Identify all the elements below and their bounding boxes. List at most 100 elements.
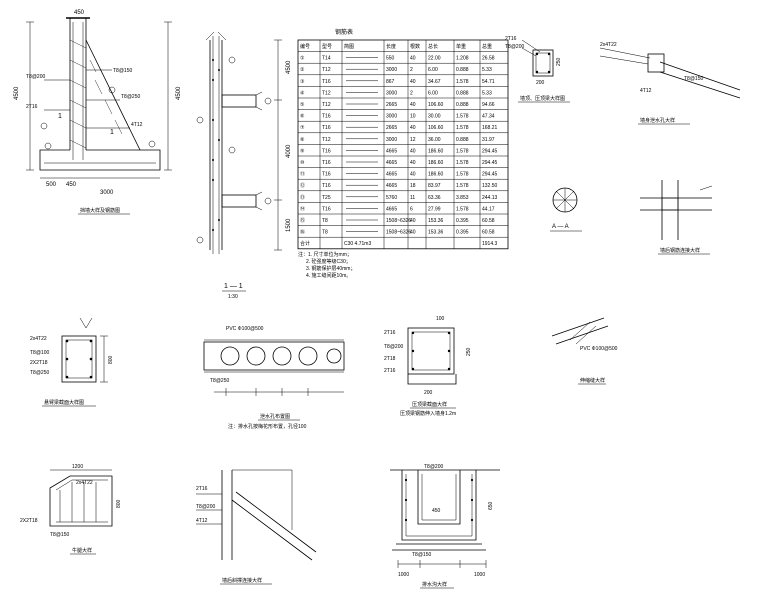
table-cell: 1.578 bbox=[456, 172, 469, 178]
table-cell: 153.36 bbox=[428, 230, 444, 236]
rebar-callout-2: T8@200 bbox=[26, 74, 45, 80]
caption-section-1-1: 1 — 1 bbox=[224, 283, 243, 290]
capbeam-rebar-3: 2T18 bbox=[384, 356, 396, 362]
table-header-cell: 编号 bbox=[300, 43, 310, 50]
table-cell: 40 bbox=[410, 172, 416, 178]
table-header-cell: 简图 bbox=[344, 43, 354, 50]
table-cell: 26.58 bbox=[482, 56, 495, 62]
section-a-a-detail: A — A bbox=[550, 187, 582, 232]
table-cell: T25 bbox=[322, 195, 331, 201]
table-cell: 0.395 bbox=[456, 218, 469, 224]
table-header-cell: 型号 bbox=[322, 43, 332, 50]
table-cell: C30 4.71m3 bbox=[344, 241, 371, 247]
note-3: 3. 钢筋保护层40mm； bbox=[306, 265, 355, 272]
table-cell: 10 bbox=[410, 114, 416, 120]
capbeam-dim-top: 100 bbox=[436, 316, 445, 322]
table-cell: 1.208 bbox=[456, 56, 469, 62]
table-cell: 31.97 bbox=[482, 137, 495, 143]
table-cell: T12 bbox=[322, 102, 331, 108]
table-cell: T16 bbox=[322, 183, 331, 189]
table-cell: 1.578 bbox=[456, 160, 469, 166]
dim-top: 450 bbox=[74, 10, 85, 16]
ditch-rebar-top: T8@200 bbox=[424, 464, 443, 470]
cap-rebar-2: T8@200 bbox=[505, 44, 524, 50]
table-cell: 294.45 bbox=[482, 160, 498, 166]
table-cell: ⑤ bbox=[300, 102, 305, 108]
table-cell: 40 bbox=[410, 56, 416, 62]
table-cell: 244.13 bbox=[482, 195, 498, 201]
expansion-joint-detail: PVC Φ100@500 伸缩缝大样 bbox=[551, 317, 618, 385]
note-1: 注：1. 尺寸单位为mm； bbox=[298, 251, 352, 258]
splice-detail: 墙后钢筋连接大样 bbox=[640, 180, 713, 255]
table-cell: 44.17 bbox=[482, 206, 495, 212]
table-cell: 0.395 bbox=[456, 230, 469, 236]
table-cell: 3000 bbox=[386, 114, 397, 120]
table-cell: 6 bbox=[410, 206, 413, 212]
ditch-dim-1: 1000 bbox=[398, 572, 409, 578]
table-cell: T16 bbox=[322, 114, 331, 120]
table-cell: T16 bbox=[322, 79, 331, 85]
table-cell: 1.578 bbox=[456, 206, 469, 212]
drain-hole-layout: PVC Φ100@500 T8@250 泄水孔布置图 注：排水孔按梅花形布置，孔… bbox=[203, 326, 345, 430]
table-cell: ⑩ bbox=[300, 160, 305, 166]
table-cell: 2 bbox=[410, 67, 413, 73]
rebar-callout-3: 2T16 bbox=[26, 104, 38, 110]
table-cell: 0.888 bbox=[456, 67, 469, 73]
table-cell: 153.36 bbox=[428, 218, 444, 224]
table-cell: 867 bbox=[386, 79, 395, 85]
cant-dim: 800 bbox=[108, 355, 114, 364]
table-cell: 106.60 bbox=[428, 125, 444, 131]
caption-cap-beam: 墙顶、压顶梁大样图 bbox=[520, 95, 565, 102]
table-cell: 94.66 bbox=[482, 102, 495, 108]
dim-wall-height-right: 4500 bbox=[176, 86, 182, 100]
section-mark-left: 1 bbox=[58, 113, 62, 120]
capbeam-rebar-2: T8@200 bbox=[384, 344, 403, 350]
cap-rebar-1: 2T16 bbox=[505, 36, 517, 42]
cap-dim-h: 250 bbox=[556, 57, 562, 66]
table-cell: 132.50 bbox=[482, 183, 498, 189]
table-cell: T12 bbox=[322, 137, 331, 143]
capbeam-rebar-1: 2T16 bbox=[384, 330, 396, 336]
table-cell: 83.97 bbox=[428, 183, 441, 189]
table-cell: T16 bbox=[322, 206, 331, 212]
ditch-dim-2: 1000 bbox=[474, 572, 485, 578]
table-cell: 4665 bbox=[386, 160, 397, 166]
table-cell: 186.60 bbox=[428, 148, 444, 154]
table-cell: 60.58 bbox=[482, 230, 495, 236]
table-cell: ⑬ bbox=[300, 194, 305, 201]
table-cell: 40 bbox=[410, 125, 416, 131]
table-cell: 4665 bbox=[386, 206, 397, 212]
table-cell: 1.578 bbox=[456, 114, 469, 120]
table-cell: 30.00 bbox=[428, 114, 441, 120]
caption-a-a: A — A bbox=[552, 224, 569, 230]
dim-wall-height: 4500 bbox=[14, 86, 20, 100]
caption-drain: 墙身泄水孔大样 bbox=[640, 117, 675, 124]
ditch-dim-inner: 450 bbox=[432, 508, 441, 514]
table-cell: 0.888 bbox=[456, 102, 469, 108]
table-cell: 36.00 bbox=[428, 137, 441, 143]
table-cell: 6.00 bbox=[428, 90, 438, 96]
dim-1-1-mid: 4000 bbox=[286, 144, 292, 158]
corbel-rebar: 2x4T22 bbox=[76, 480, 93, 486]
caption-splice: 墙后钢筋连接大样 bbox=[660, 247, 700, 254]
table-cell: ⑧ bbox=[300, 137, 305, 143]
cantilever-section: 2x4T22 T8@100 2X2T18 T8@250 800 悬臂梁截面大样图 bbox=[30, 317, 114, 407]
table-cell: 22.00 bbox=[428, 56, 441, 62]
drain-rebar-3: 4T12 bbox=[640, 88, 652, 94]
capbeam-dim-bottom: 200 bbox=[424, 390, 433, 396]
caption-wall-section: 挡墙大样及钢筋图 bbox=[80, 207, 120, 214]
table-cell: T16 bbox=[322, 148, 331, 154]
table-cell: 5760 bbox=[386, 195, 397, 201]
drain-rebar-2: T8@150 bbox=[684, 76, 703, 82]
caption-corbel: 牛腿大样 bbox=[72, 547, 92, 554]
cant-rebar-4: T8@250 bbox=[30, 370, 49, 376]
table-cell: 6.00 bbox=[428, 67, 438, 73]
capbeam-rebar-4: 2T16 bbox=[384, 368, 396, 374]
cant-rebar-3: 2X2T18 bbox=[30, 360, 48, 366]
table-cell: ⑭ bbox=[300, 205, 305, 212]
table-header-cell: 总长 bbox=[428, 43, 438, 50]
dim-1-1-upper: 4500 bbox=[286, 60, 292, 74]
section-mark-right: 1 bbox=[110, 129, 114, 136]
note-4: 4. 施工缝间距10m。 bbox=[306, 272, 351, 279]
table-cell: 294.45 bbox=[482, 172, 498, 178]
